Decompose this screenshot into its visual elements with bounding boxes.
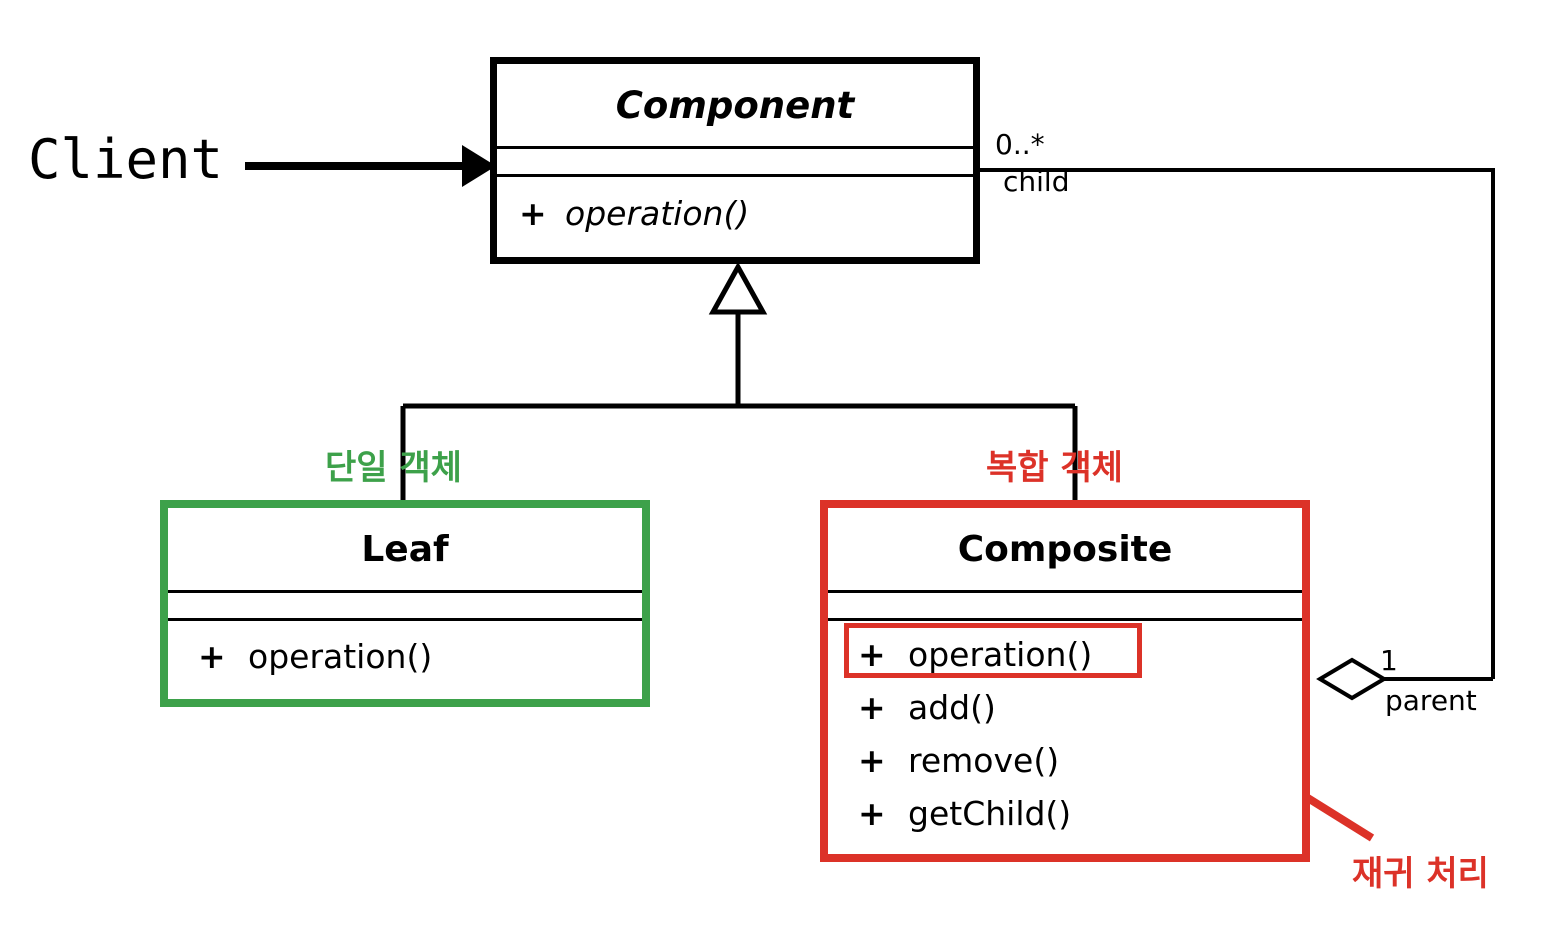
leaf-methods-compartment: + operation() — [168, 621, 642, 691]
child-role-label: child — [1003, 165, 1070, 198]
composite-class-name: Composite — [957, 528, 1173, 570]
composite-method-getchild: + getChild() — [858, 787, 1302, 840]
visibility-marker: + — [198, 636, 226, 676]
component-method-operation: + operation() — [519, 194, 749, 233]
client-label: Client — [28, 128, 224, 191]
composite-attributes-compartment — [828, 593, 1302, 621]
leaf-title-compartment: Leaf — [168, 508, 642, 593]
aggregation-diamond-icon — [1316, 657, 1388, 701]
leaf-method-operation: + operation() — [198, 637, 432, 676]
client-to-component-association — [245, 145, 496, 187]
visibility-marker: + — [858, 794, 886, 833]
child-multiplicity-label: 0..* — [995, 128, 1045, 161]
component-attributes-compartment — [497, 149, 973, 177]
class-box-composite[interactable]: Composite + operation() + add() + remove… — [820, 500, 1310, 862]
parent-multiplicity-label: 1 — [1380, 644, 1398, 677]
method-signature: operation() — [565, 193, 750, 233]
composite-method-operation: + operation() — [844, 623, 1302, 681]
component-title-compartment: Component — [497, 64, 973, 149]
annotation-leaf-note: 단일 객체 — [325, 448, 462, 488]
method-signature: add() — [908, 688, 996, 727]
class-box-leaf[interactable]: Leaf + operation() — [160, 500, 650, 707]
method-signature: getChild() — [908, 794, 1072, 833]
composite-methods-compartment: + operation() + add() + remove() + getCh… — [828, 621, 1302, 840]
leaf-class-name: Leaf — [361, 528, 449, 570]
method-signature: operation() — [908, 635, 1093, 674]
visibility-marker: + — [858, 741, 886, 780]
annotation-recursion-note: 재귀 처리 — [1352, 854, 1489, 894]
visibility-marker: + — [858, 688, 886, 727]
composite-method-remove: + remove() — [858, 734, 1302, 787]
visibility-marker: + — [519, 193, 547, 233]
composite-method-add: + add() — [858, 681, 1302, 734]
composite-title-compartment: Composite — [828, 508, 1302, 593]
leaf-attributes-compartment — [168, 593, 642, 621]
method-signature: operation() — [248, 636, 433, 676]
visibility-marker: + — [858, 635, 886, 674]
component-methods-compartment: + operation() — [497, 177, 973, 249]
method-signature: remove() — [908, 741, 1060, 780]
inheritance-triangle-icon — [708, 261, 768, 315]
component-class-name: Component — [615, 83, 855, 127]
class-box-component[interactable]: Component + operation() — [490, 57, 980, 264]
annotation-composite-note: 복합 객체 — [986, 448, 1123, 488]
generalization-connector — [400, 261, 1078, 502]
parent-role-label: parent — [1385, 684, 1477, 717]
